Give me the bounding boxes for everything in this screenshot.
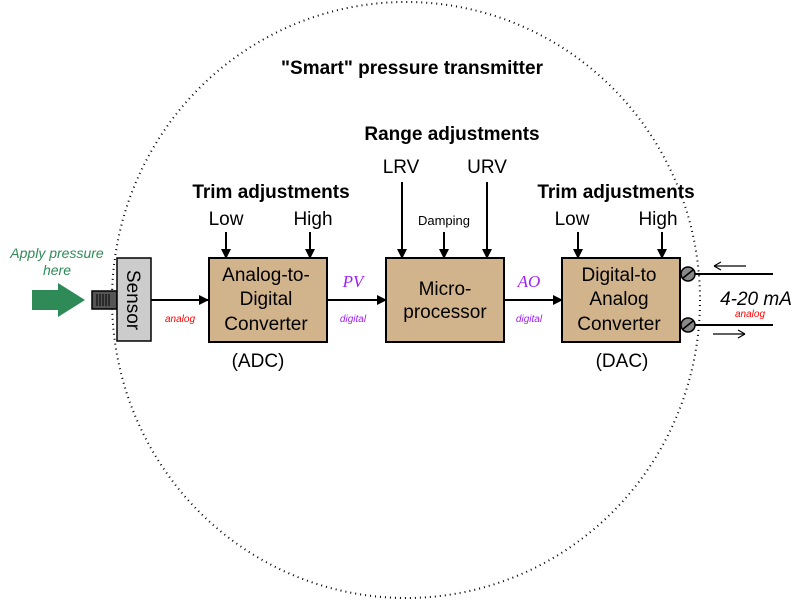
- pressure-port-icon: [91, 290, 118, 310]
- micro-label-1: Micro-: [419, 279, 472, 300]
- dac-abbr: (DAC): [596, 351, 649, 372]
- apply-pressure-label-2: here: [43, 262, 71, 278]
- diagram-title: "Smart" pressure transmitter: [281, 58, 544, 79]
- adc-trim-low-label: Low: [209, 209, 244, 230]
- sensor-label: Sensor: [122, 270, 143, 331]
- dac-label-1: Digital-to: [582, 265, 657, 286]
- output-current-label: 4-20 mA: [720, 289, 792, 310]
- pv-label: PV: [342, 272, 366, 291]
- range-heading: Range adjustments: [364, 124, 539, 145]
- adc-trim-high-label: High: [293, 209, 332, 230]
- ao-label: AO: [517, 272, 541, 291]
- adc-label-1: Analog-to-: [222, 265, 310, 286]
- dac-trim-heading: Trim adjustments: [537, 182, 694, 203]
- micro-label-2: processor: [403, 302, 487, 323]
- adc-label-2: Digital: [240, 289, 293, 310]
- urv-label: URV: [467, 157, 507, 178]
- adc-abbr: (ADC): [232, 351, 285, 372]
- pressure-arrow-icon: [32, 283, 85, 317]
- transmitter-boundary: [111, 1, 701, 599]
- lrv-label: LRV: [383, 157, 420, 178]
- dac-trim-low-label: Low: [555, 209, 590, 230]
- ao-signal-type: digital: [516, 314, 543, 325]
- damping-label: Damping: [418, 213, 470, 228]
- adc-label-3: Converter: [224, 314, 308, 335]
- terminal-screw-icon: [680, 266, 696, 282]
- dac-trim-high-label: High: [638, 209, 677, 230]
- apply-pressure-label: Apply pressure: [9, 245, 104, 261]
- sensor-block: [116, 257, 152, 342]
- dac-block: [561, 257, 681, 343]
- dac-label-2: Analog: [589, 289, 648, 310]
- terminal-screw-icon: [680, 317, 696, 333]
- adc-block: [208, 257, 328, 343]
- microprocessor-block: [385, 257, 505, 343]
- sensor-signal-type: analog: [165, 314, 195, 325]
- pv-signal-type: digital: [340, 314, 367, 325]
- current-in-arrow-icon: [713, 261, 746, 271]
- dac-label-3: Converter: [577, 314, 661, 335]
- output-signal-type: analog: [735, 309, 765, 320]
- current-out-arrow-icon: [713, 329, 746, 339]
- adc-trim-heading: Trim adjustments: [192, 182, 349, 203]
